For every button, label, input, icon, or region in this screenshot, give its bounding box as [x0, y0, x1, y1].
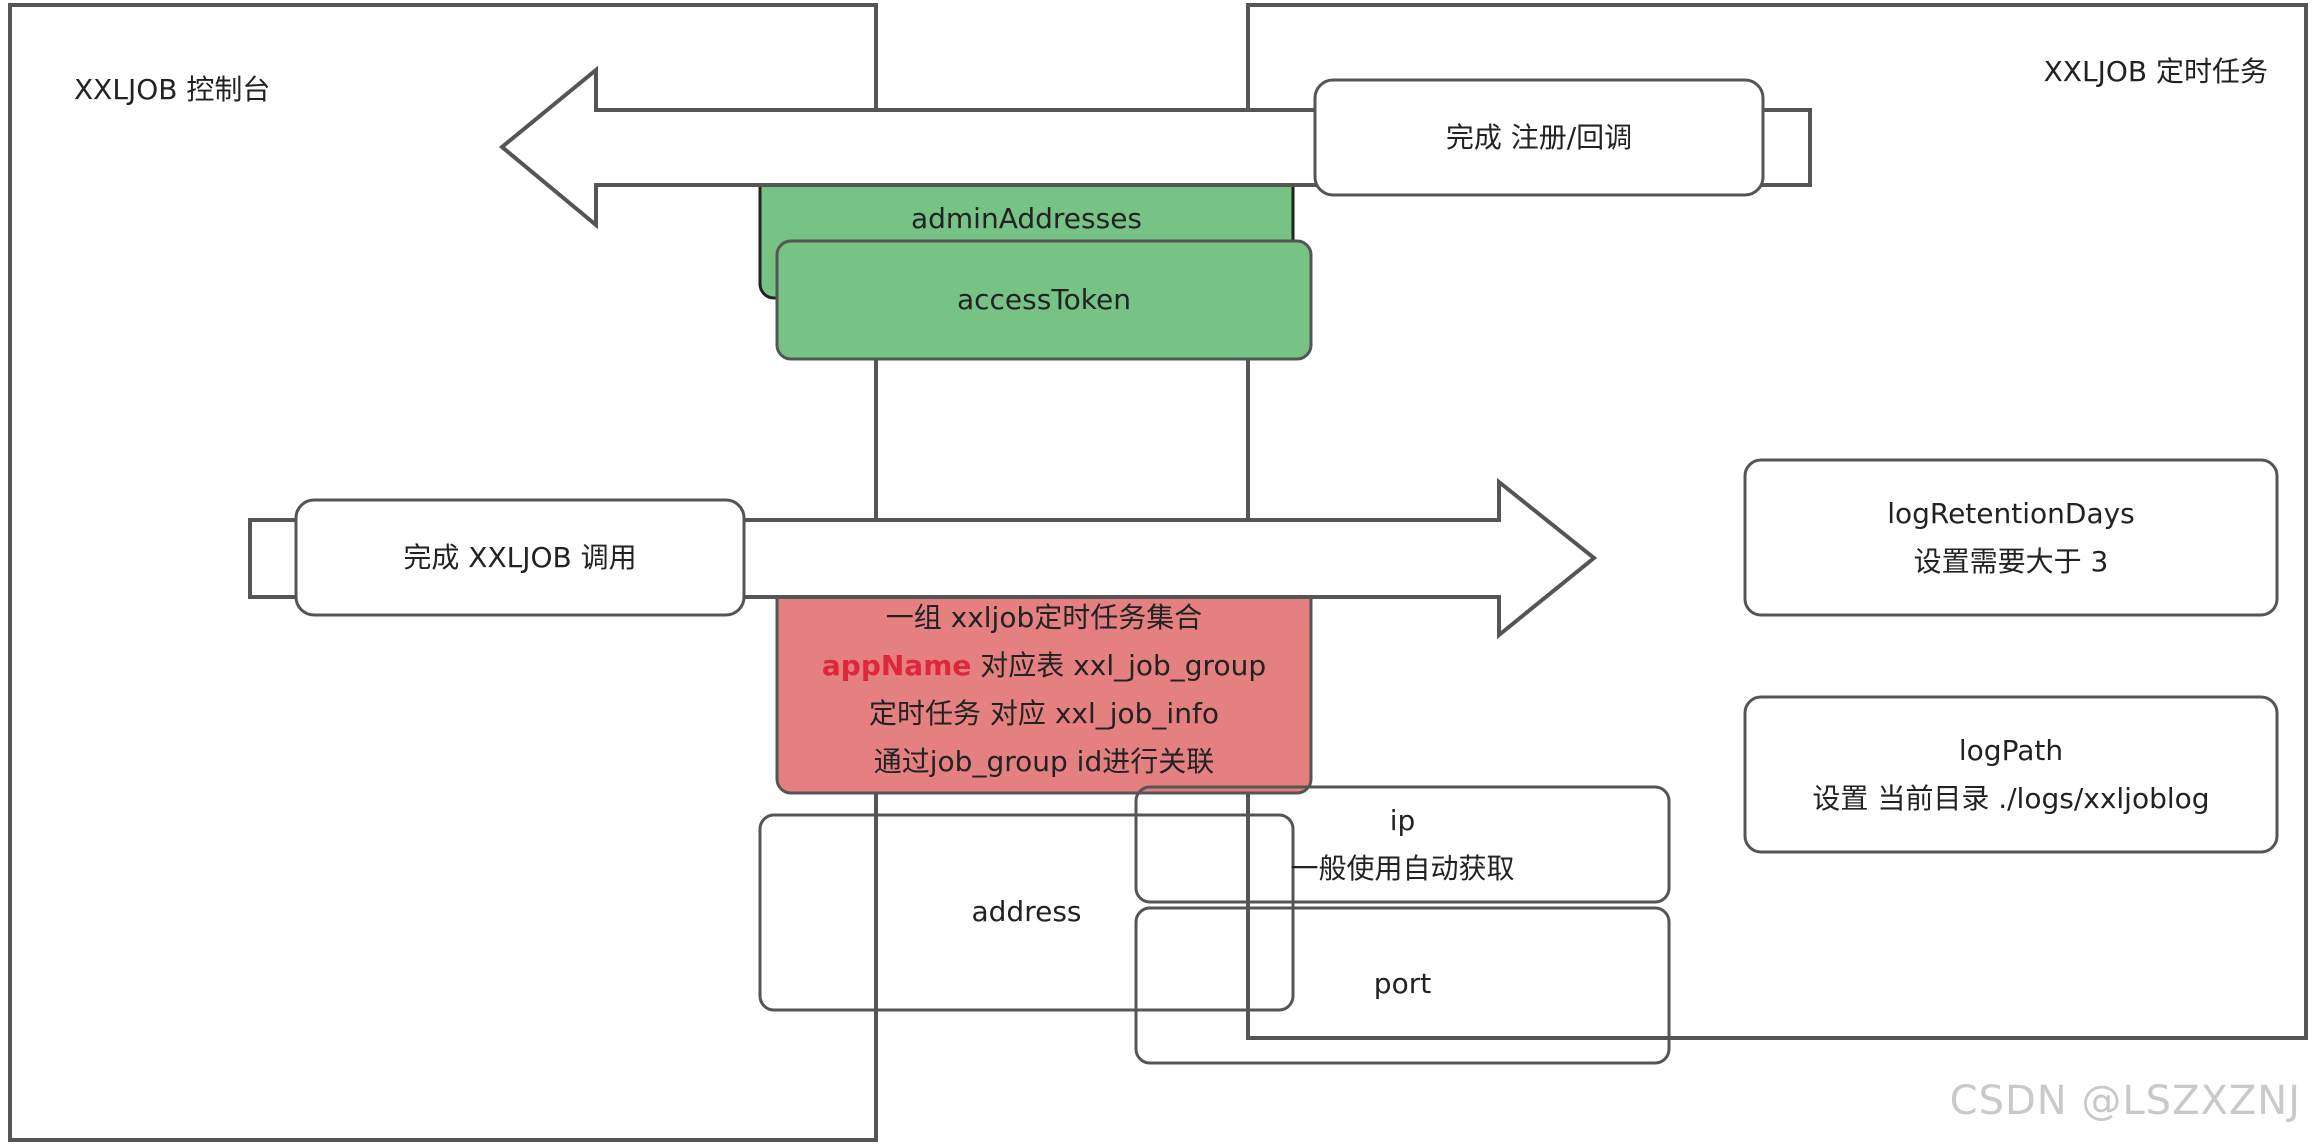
ip-note: 一般使用自动获取	[1290, 852, 1515, 885]
log-path-box	[1743, 695, 2279, 854]
log-path-label: logPath 设置 当前目录 ./logs/xxljoblog	[1745, 727, 2277, 823]
admin-addresses-text: adminAddresses	[910, 202, 1143, 235]
ip-label: ip 一般使用自动获取	[1136, 797, 1669, 893]
log-retention-days-title: logRetentionDays	[1887, 497, 2135, 530]
watermark: CSDN @LSZXZNJ	[1949, 1078, 2301, 1124]
app-name-highlight: appName	[821, 649, 972, 682]
app-group-line1: 一组 xxljob定时任务集合	[885, 601, 1203, 634]
right-panel-title: XXLJOB 定时任务	[2043, 55, 2268, 88]
app-group-line4: 通过job_group id进行关联	[873, 745, 1215, 778]
invoke-text: 完成 XXLJOB 调用	[403, 540, 637, 574]
admin-addresses-label: adminAddresses	[760, 195, 1293, 243]
access-token-box	[775, 239, 1313, 361]
address-box	[758, 813, 1295, 1012]
log-path-title: logPath	[1958, 734, 2064, 767]
access-token-label: accessToken	[777, 241, 1311, 359]
log-path-note: 设置 当前目录 ./logs/xxljoblog	[1812, 782, 2210, 815]
address-text: address	[971, 895, 1082, 928]
log-retention-days-label: logRetentionDays 设置需要大于 3	[1745, 490, 2277, 586]
address-label: address	[760, 888, 1293, 936]
invoke-bubble	[294, 498, 746, 617]
register-callback-label: 完成 注册/回调	[1315, 80, 1763, 195]
app-group-line2-rest: 对应表 xxl_job_group	[971, 649, 1267, 682]
log-retention-days-box	[1743, 458, 2279, 617]
register-callback-text: 完成 注册/回调	[1445, 120, 1633, 154]
app-group-label: 一组 xxljob定时任务集合 appName 对应表 xxl_job_grou…	[777, 592, 1311, 788]
port-text: port	[1373, 967, 1432, 1000]
left-panel-title: XXLJOB 控制台	[74, 73, 271, 106]
app-group-line2: appName 对应表 xxl_job_group	[822, 642, 1266, 690]
log-retention-days-note: 设置需要大于 3	[1913, 545, 2109, 578]
port-label: port	[1136, 960, 1669, 1008]
ip-title: ip	[1389, 804, 1416, 837]
register-callback-bubble	[1313, 78, 1765, 197]
ip-box	[1134, 785, 1671, 904]
invoke-label: 完成 XXLJOB 调用	[296, 500, 744, 615]
access-token-text: accessToken	[956, 283, 1131, 316]
app-group-line3: 定时任务 对应 xxl_job_info	[869, 697, 1219, 730]
port-box	[1134, 906, 1671, 1065]
